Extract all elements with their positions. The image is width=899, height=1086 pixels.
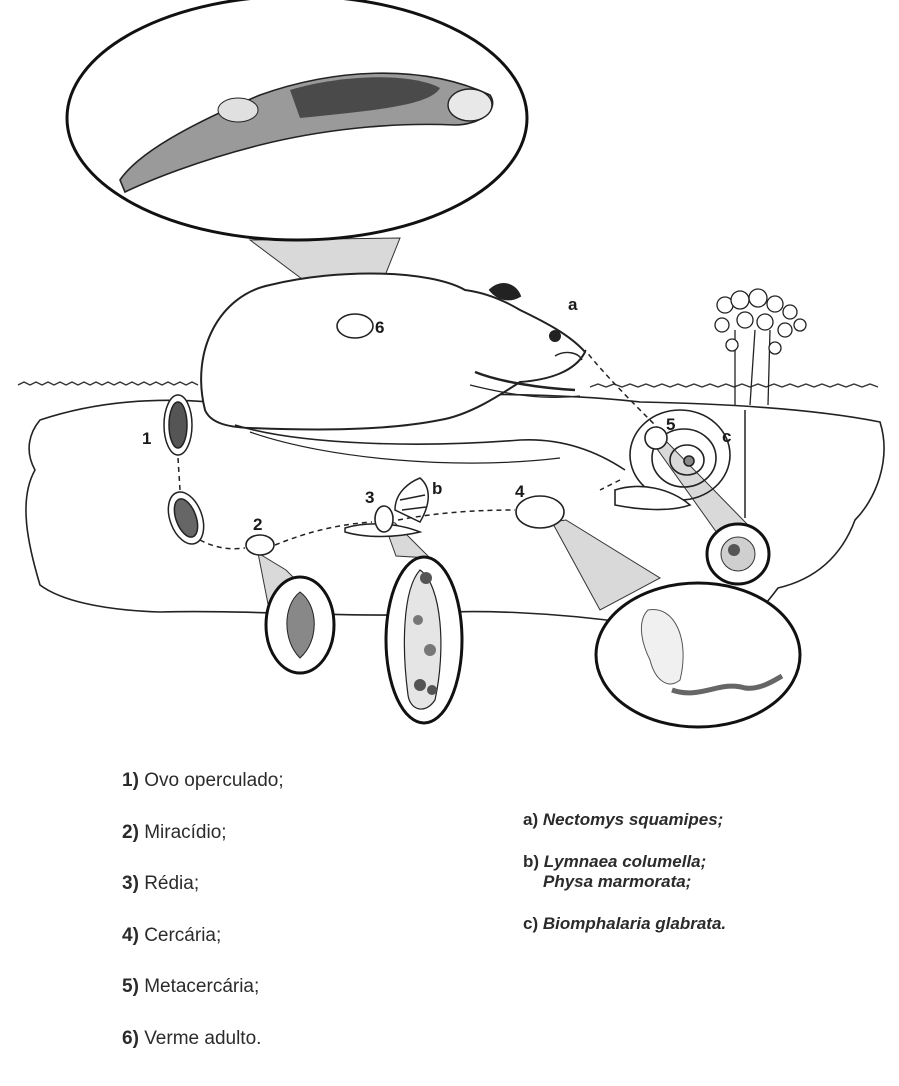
- legend-stage-5-text: Metacercária;: [144, 976, 259, 997]
- aquatic-plant-illustration: [715, 289, 806, 405]
- cercaria-magnified: [596, 583, 800, 727]
- legend-stage-6-number: 6): [122, 1028, 139, 1049]
- legend-host-c-key: c): [523, 914, 538, 933]
- stage-label-5: 5: [666, 415, 675, 434]
- legend-stage-4-text: Cercária;: [144, 925, 221, 946]
- life-cycle-diagram: 1 2 3 4 5 6 a b c: [0, 0, 899, 760]
- host-label-b: b: [432, 479, 442, 498]
- host-legend: a) Nectomys squamipes; b) Lymnaea colume…: [523, 810, 726, 956]
- legend-stage-2-number: 2): [122, 822, 139, 843]
- legend-stage-3-text: Rédia;: [144, 873, 199, 894]
- legend-host-b-species-2: Physa marmorata;: [523, 872, 726, 892]
- legend-stage-1-text: Ovo operculado;: [144, 770, 283, 791]
- metacercaria-magnified: [707, 524, 769, 584]
- legend-stage-1-number: 1): [122, 770, 139, 791]
- legend-host-a: a) Nectomys squamipes;: [523, 810, 726, 830]
- stage-label-2: 2: [253, 515, 262, 534]
- legend-host-c: c) Biomphalaria glabrata.: [523, 914, 726, 934]
- host-label-c: c: [722, 427, 731, 446]
- miracidium-magnified: [266, 577, 334, 673]
- rodent-host-illustration: [201, 274, 625, 470]
- host-label-a: a: [568, 295, 578, 314]
- legend-host-c-species: Biomphalaria glabrata.: [543, 914, 726, 933]
- legend-host-a-key: a): [523, 810, 538, 829]
- redia-magnified: [386, 557, 462, 723]
- legend-stage-3: 3) Rédia;: [122, 873, 284, 925]
- legend-stage-2-text: Miracídio;: [144, 822, 226, 843]
- stage-label-1: 1: [142, 429, 151, 448]
- legend-host-b-key: b): [523, 852, 539, 871]
- legend-stage-2: 2) Miracídio;: [122, 822, 284, 874]
- legend-host-a-species: Nectomys squamipes;: [543, 810, 723, 829]
- legend-host-b: b) Lymnaea columella; Physa marmorata;: [523, 852, 726, 892]
- legend-stage-1: 1) Ovo operculado;: [122, 770, 284, 822]
- legend-stage-6: 6) Verme adulto.: [122, 1028, 284, 1080]
- adult-worm-magnified: [67, 0, 527, 240]
- egg-stage-illustrations: [162, 395, 211, 549]
- legend-stage-5-number: 5): [122, 976, 139, 997]
- legend-host-b-species-1: Lymnaea columella;: [544, 852, 707, 871]
- legend-stage-4-number: 4): [122, 925, 139, 946]
- stage-label-6: 6: [375, 318, 384, 337]
- legend-stage-5: 5) Metacercária;: [122, 976, 284, 1028]
- legend-stage-6-text: Verme adulto.: [144, 1028, 261, 1049]
- legend-stage-4: 4) Cercária;: [122, 925, 284, 977]
- legend-stage-3-number: 3): [122, 873, 139, 894]
- stage-label-3: 3: [365, 488, 374, 507]
- stage-label-4: 4: [515, 482, 525, 501]
- stage-legend: 1) Ovo operculado; 2) Miracídio; 3) Rédi…: [122, 770, 284, 1079]
